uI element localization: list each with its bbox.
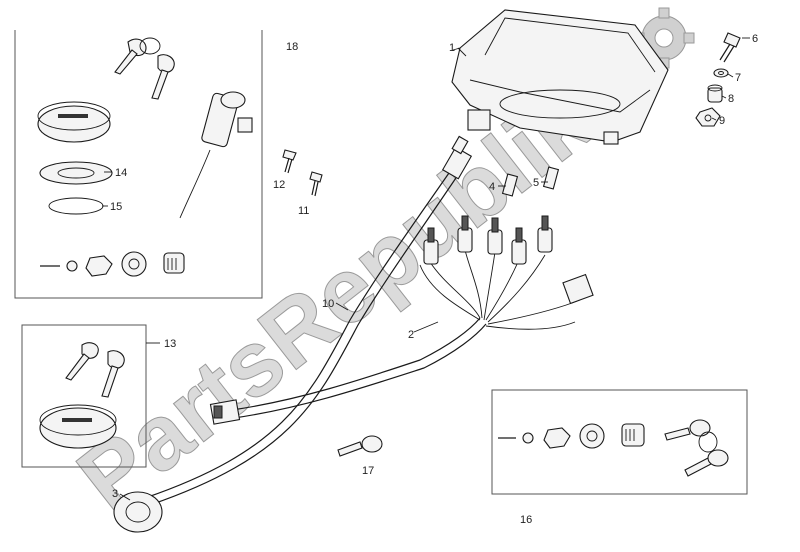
instrument-cluster — [451, 9, 669, 145]
bulb-holder-4 — [501, 173, 519, 197]
fuel-cap-13 — [39, 404, 117, 449]
callout-14: 14 — [115, 167, 127, 179]
small-parts-16 — [498, 423, 645, 449]
screw-6 — [719, 32, 750, 63]
callout-6: 6 — [752, 33, 758, 45]
grommet-3 — [113, 491, 163, 533]
wiring-harness — [209, 215, 594, 425]
screw-12 — [282, 149, 297, 174]
callout-3: 3 — [112, 488, 118, 500]
speedometer-cable — [144, 135, 473, 506]
bulb-holder-5 — [542, 166, 560, 190]
callout-11: 11 — [298, 205, 309, 217]
key-17 — [337, 435, 383, 457]
nut-9 — [695, 107, 721, 127]
callout-4: 4 — [489, 181, 495, 193]
callout-7: 7 — [735, 72, 741, 84]
callout-9: 9 — [719, 115, 725, 127]
keys-13 — [65, 342, 125, 398]
callout-labels: 1 2 3 4 5 6 7 8 9 10 11 12 13 14 15 16 1… — [110, 33, 758, 526]
grommet-8 — [707, 84, 723, 103]
gasket-14 — [39, 161, 113, 185]
screw-11 — [309, 171, 323, 197]
callout-5: 5 — [533, 177, 539, 189]
leader-lines — [102, 47, 734, 501]
callout-16: 16 — [520, 514, 532, 526]
group-box-18 — [14, 30, 263, 299]
keys-18 — [114, 37, 175, 100]
callout-10: 10 — [322, 298, 334, 310]
group-box-16 — [491, 389, 748, 495]
fuel-cap-18 — [37, 101, 111, 143]
callout-18: 18 — [286, 41, 298, 53]
callout-13: 13 — [164, 338, 176, 350]
group-box-13 — [21, 324, 160, 468]
callout-2: 2 — [408, 329, 414, 341]
small-parts-18 — [40, 251, 185, 277]
watermark-text: PartsRepublik — [60, 69, 611, 531]
callout-8: 8 — [728, 93, 734, 105]
callout-1: 1 — [449, 42, 455, 54]
o-ring-15 — [48, 197, 104, 215]
callout-15: 15 — [110, 201, 122, 213]
washer-7 — [713, 68, 729, 78]
callout-17: 17 — [362, 465, 374, 477]
keys-16 — [664, 419, 729, 477]
ignition-switch-18 — [179, 91, 253, 219]
callout-12: 12 — [273, 179, 285, 191]
